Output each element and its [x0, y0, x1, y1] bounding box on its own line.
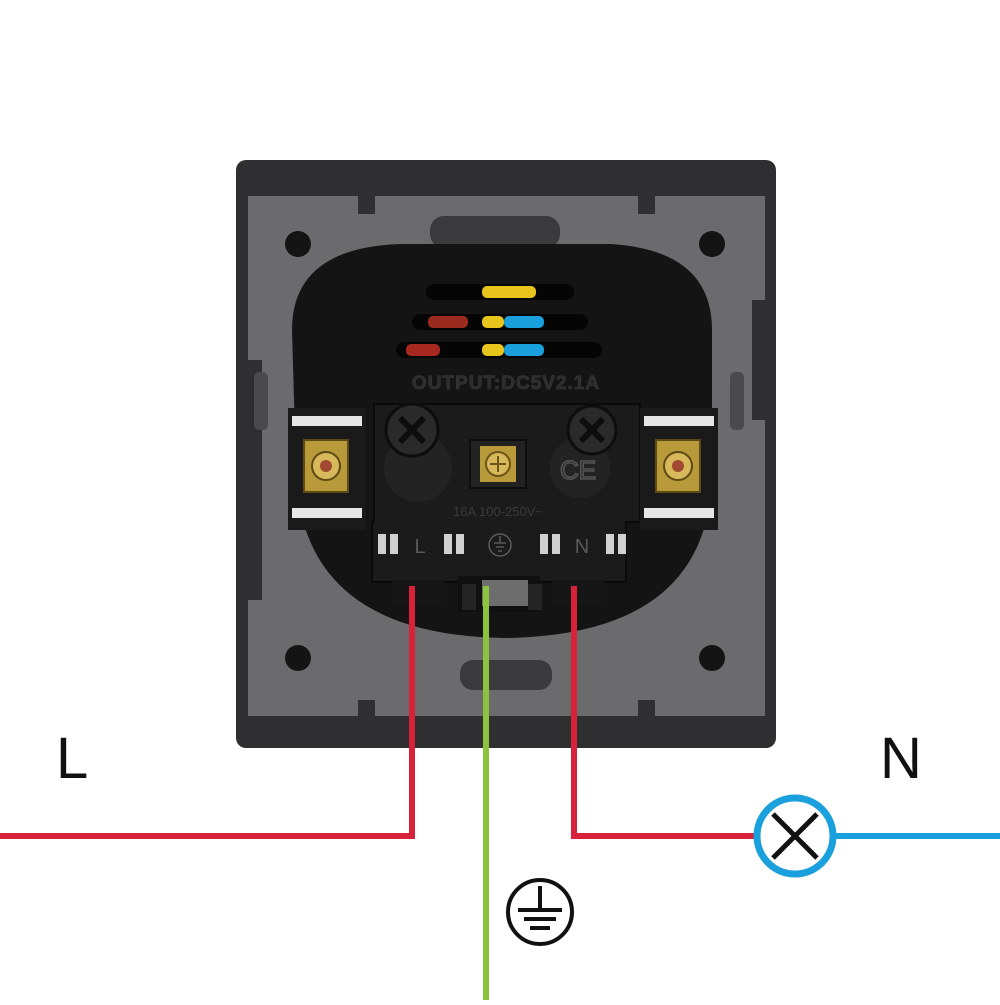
mounting-hole-bottom-left — [285, 645, 311, 671]
output-marking: OUTPUT:DC5V2.1A — [412, 373, 600, 394]
neutral-terminal-foot — [552, 580, 604, 604]
rating-marking: 16A 100-250V~ — [453, 504, 543, 519]
terminal-clamp-left — [288, 408, 366, 530]
lamp-icon — [753, 794, 837, 878]
neutral-label: N — [880, 726, 922, 791]
terminal-markings — [378, 533, 626, 557]
mounting-hole-top-left — [285, 231, 311, 257]
vent-grille — [396, 284, 602, 358]
fixing-screw-right — [566, 404, 618, 456]
ce-mark: CE — [560, 455, 596, 485]
plate-bottom-slot — [460, 660, 552, 690]
plate-slot-left — [254, 372, 268, 430]
terminal-leg-left — [462, 584, 476, 610]
plate-top-slot — [430, 216, 560, 248]
plate-slot-right — [730, 372, 744, 430]
mounting-hole-top-right — [699, 231, 725, 257]
live-wire — [0, 586, 415, 839]
earth-ground-icon — [506, 878, 574, 946]
earth-pin-contact — [482, 580, 528, 606]
earth-terminal — [469, 439, 527, 489]
neutral-wire-to-lamp — [571, 586, 756, 839]
terminal-leg-right — [528, 584, 542, 610]
terminal-mark-live: L — [414, 536, 425, 558]
mounting-hole-bottom-right — [699, 645, 725, 671]
live-terminal-foot — [392, 580, 444, 604]
fixing-screw-left — [384, 402, 440, 458]
terminal-clamp-right — [640, 408, 718, 530]
terminal-mark-neutral: N — [575, 536, 589, 558]
live-label: L — [56, 726, 89, 791]
